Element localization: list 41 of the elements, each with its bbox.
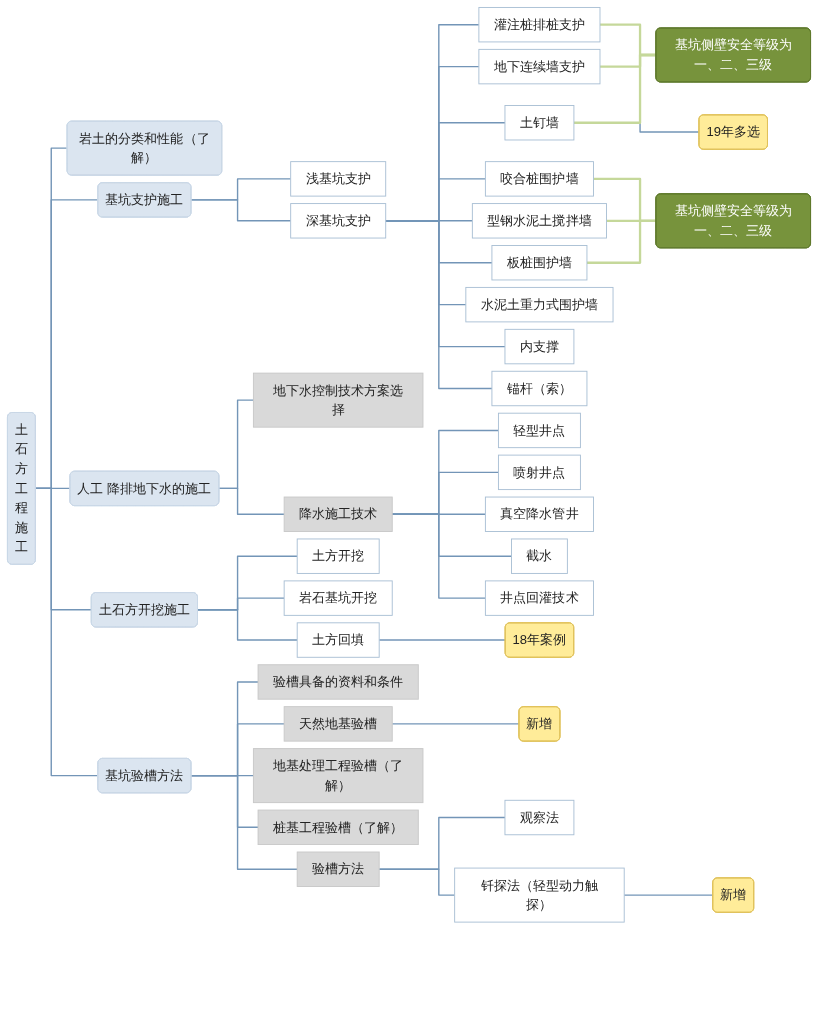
node-box: 钎探法（轻型动力触探） [454, 867, 625, 923]
node-box: 桩基工程验槽（了解） [257, 809, 419, 845]
node-box: 轻型井点 [497, 412, 581, 449]
node-box: 深基坑支护 [290, 203, 387, 239]
node-box: 喷射井点 [497, 454, 581, 491]
node-box: 土方开挖 [296, 538, 380, 574]
node-box: 咬合桩围护墙 [484, 161, 594, 197]
node-box: 验槽方法 [296, 851, 380, 887]
connector [378, 868, 456, 896]
connector [573, 53, 656, 124]
connector [190, 774, 298, 870]
connector [34, 487, 99, 777]
node-box: 地下水控制技术方案选择 [252, 372, 424, 428]
node-box: 型钢水泥土搅拌墙 [471, 203, 607, 239]
connector [196, 609, 298, 641]
node-box: 真空降水管井 [484, 496, 594, 532]
connector [586, 219, 656, 264]
connector [190, 199, 292, 222]
node-box: 降水施工技术 [283, 496, 393, 532]
connector [391, 513, 487, 599]
connector [385, 220, 493, 390]
node-box: 地下连续墙支护 [478, 48, 601, 85]
node-box: 内支撑 [504, 328, 575, 365]
node-box: 岩石基坑开挖 [283, 580, 393, 616]
node-box: 水泥土重力式围护墙 [465, 286, 614, 323]
node-box: 灌注桩排桩支护 [478, 7, 601, 43]
node-box: 浅基坑支护 [290, 161, 387, 197]
connector [218, 487, 285, 515]
node-box: 观察法 [504, 799, 575, 836]
connector [623, 894, 714, 896]
node-box: 验槽具备的资料和条件 [257, 664, 419, 700]
node-box: 土钉墙 [504, 105, 575, 141]
node-box: 土方回填 [296, 622, 380, 658]
node-box: 板桩围护墙 [491, 245, 588, 281]
node-box: 井点回灌技术 [484, 580, 594, 616]
node-box: 天然地基验槽 [283, 706, 393, 742]
connector [378, 639, 506, 641]
node-box: 截水 [511, 538, 568, 574]
connector [391, 723, 520, 725]
node-box: 地基处理工程验槽（了解） [252, 748, 424, 804]
node-box: 锚杆（索） [491, 370, 588, 407]
